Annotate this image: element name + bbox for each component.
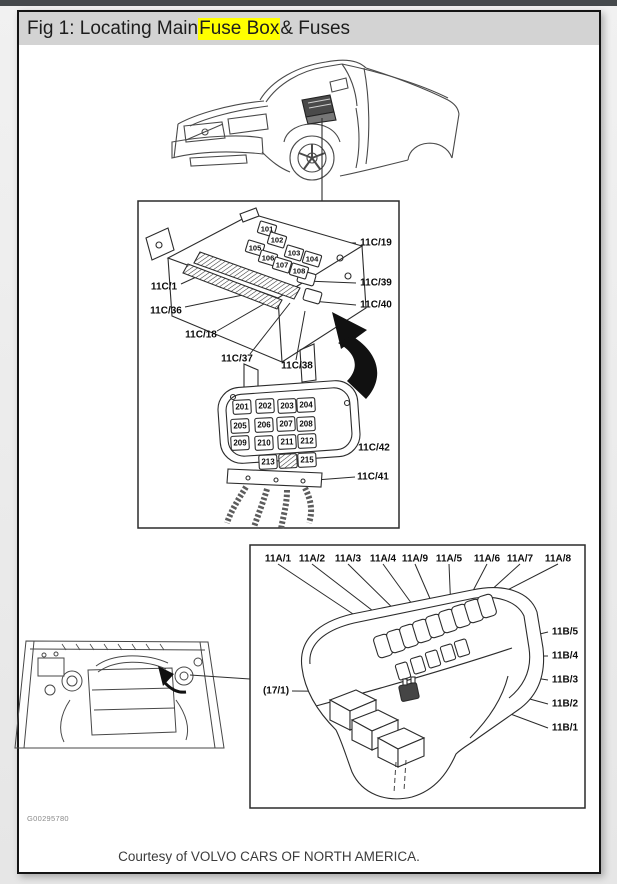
callout-11c-42: 11C/42	[358, 442, 390, 454]
fuse-label: 102	[270, 235, 284, 245]
callout-11b-2: 11B/2	[551, 698, 579, 710]
relay-panel-sketch	[217, 380, 361, 530]
relay-label: 202	[258, 401, 272, 411]
fuse-label: 107	[275, 260, 289, 270]
figure-title-bar: Fig 1: Locating Main Fuse Box & Fuses	[19, 12, 599, 45]
engine-fusebox-sketch	[300, 587, 545, 800]
callout-11a-7: 11A/7	[506, 553, 534, 565]
callout-11c-38: 11C/38	[281, 360, 313, 372]
callout-11a-1: 11A/1	[264, 553, 292, 565]
fuse-label: 106	[261, 253, 275, 263]
relay-label: 212	[300, 436, 314, 446]
callout-11c-18: 11C/18	[185, 329, 217, 341]
callout-11b-3: 11B/3	[551, 674, 579, 686]
fuse-label: 108	[292, 266, 306, 276]
callout-11a-4: 11A/4	[369, 553, 397, 565]
figure-title-highlight: Fuse Box	[198, 17, 281, 40]
callout-17-1: (17/1)	[262, 685, 290, 697]
fuse-label: 103	[287, 248, 301, 258]
main-fusebox-diagram	[137, 200, 400, 530]
figure-title-prefix: Fig 1: Locating Main	[27, 17, 199, 39]
relay-label: 206	[257, 420, 271, 430]
zoom-arrow	[332, 312, 378, 399]
courtesy-line: Courtesy of VOLVO CARS OF NORTH AMERICA.	[118, 849, 420, 864]
callout-11c-36: 11C/36	[150, 305, 182, 317]
relay-label: 213	[261, 457, 275, 467]
main-fusebox-frame	[137, 200, 400, 529]
relay-label: 203	[280, 401, 294, 411]
location-arrow	[158, 666, 174, 686]
fuse-label: 101	[260, 224, 274, 234]
relay-label: 205	[233, 421, 247, 431]
relay-label: 210	[257, 438, 271, 448]
callout-11a-6: 11A/6	[473, 553, 501, 565]
relay-label: 207	[279, 419, 293, 429]
callout-11b-4: 11B/4	[551, 650, 579, 662]
car-fusebox-marker	[301, 94, 337, 125]
engine-bay-sketch	[14, 640, 251, 749]
relay-label: 201	[235, 402, 249, 412]
callout-11a-3: 11A/3	[334, 553, 362, 565]
callout-11a-9: 11A/9	[401, 553, 429, 565]
callout-11c-1: 11C/1	[150, 281, 178, 293]
main-fusebox-sketch	[145, 207, 367, 393]
fuse-label: 105	[248, 243, 262, 253]
callout-11c-19: 11C/19	[360, 237, 392, 249]
component-17-1	[398, 676, 420, 702]
callout-11a-5: 11A/5	[435, 553, 463, 565]
figure-code: G00295780	[27, 814, 69, 823]
window-top-edge	[0, 0, 617, 6]
callout-11c-37: 11C/37	[221, 353, 253, 365]
fuse-label: 104	[305, 254, 319, 264]
engine-fusebox-frame	[249, 544, 586, 809]
callout-11c-40: 11C/40	[360, 299, 392, 311]
callout-11b-1: 11B/1	[551, 722, 579, 734]
relay-label: 204	[299, 400, 313, 410]
relay-label: 208	[299, 419, 313, 429]
callout-11a-2: 11A/2	[298, 553, 326, 565]
callout-11a-8: 11A/8	[544, 553, 572, 565]
callout-11c-41: 11C/41	[357, 471, 389, 483]
callout-11c-39: 11C/39	[360, 277, 392, 289]
relay-label: 209	[233, 438, 247, 448]
engine-fusebox-diagram	[249, 544, 586, 809]
figure-title-suffix: & Fuses	[280, 17, 351, 39]
car-sketch	[171, 59, 460, 201]
relay-label: 211	[280, 437, 294, 447]
callout-11b-5: 11B/5	[551, 626, 579, 638]
relay-label: 215	[300, 455, 314, 465]
